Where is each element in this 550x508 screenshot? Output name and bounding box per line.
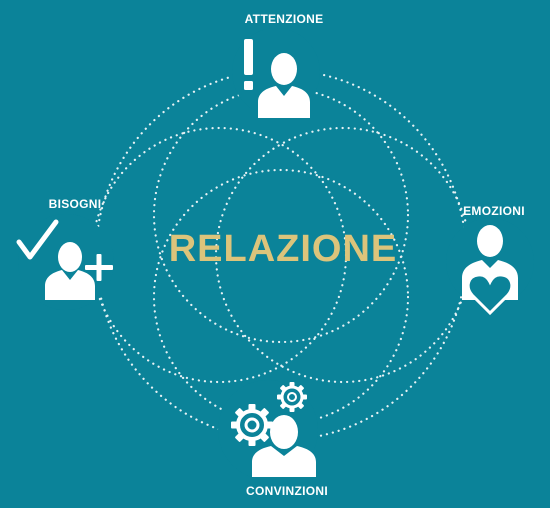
circle-left <box>90 126 348 384</box>
node-label-bisogni: BISOGNI <box>48 197 102 211</box>
person-check-plus-icon <box>16 219 113 300</box>
person-exclamation-icon <box>244 39 310 118</box>
person-gears-icon <box>231 382 316 477</box>
node-label-emozioni: EMOZIONI <box>463 204 525 218</box>
circle-top <box>152 86 410 344</box>
person-heart-icon <box>462 225 518 316</box>
center-title-relazione: RELAZIONE <box>168 228 398 270</box>
node-label-attenzione: ATTENZIONE <box>244 12 324 26</box>
circle-bottom <box>152 168 410 426</box>
node-label-convinzioni: CONVINZIONI <box>246 484 328 498</box>
